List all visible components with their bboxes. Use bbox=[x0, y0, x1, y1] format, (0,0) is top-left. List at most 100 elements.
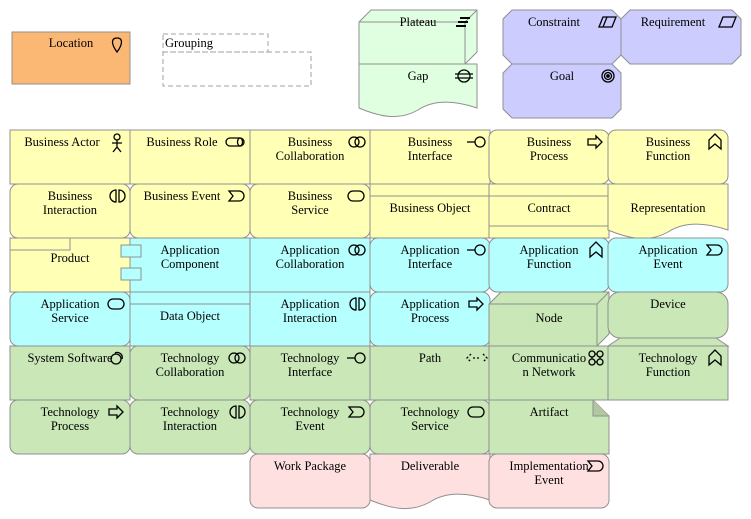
network-icon bbox=[588, 350, 604, 366]
interface-icon bbox=[467, 244, 486, 256]
deliverable-node[interactable] bbox=[369, 453, 491, 510]
implementation-event-node[interactable] bbox=[488, 453, 610, 509]
event-icon bbox=[347, 406, 365, 418]
service-icon bbox=[107, 298, 125, 310]
goal-label: Goal bbox=[550, 69, 575, 83]
representation-label: Representation bbox=[631, 201, 707, 215]
requirement-node[interactable] bbox=[620, 9, 742, 65]
goal-node[interactable] bbox=[502, 63, 622, 119]
location-label: Location bbox=[49, 36, 94, 50]
device-label: Device bbox=[650, 297, 686, 311]
deliverable-label: Deliverable bbox=[401, 459, 460, 473]
grouping-node[interactable] bbox=[162, 33, 312, 87]
node-node[interactable] bbox=[488, 291, 610, 347]
data-object-label: Data Object bbox=[160, 309, 221, 323]
technology-function-node[interactable] bbox=[607, 345, 729, 401]
service-icon bbox=[347, 190, 365, 202]
business-event-label: Business Event bbox=[144, 189, 221, 203]
product-label: Product bbox=[51, 251, 90, 265]
event-icon bbox=[227, 190, 245, 202]
event-icon bbox=[705, 244, 723, 256]
business-object-label: Business Object bbox=[390, 201, 471, 215]
system-software-node[interactable] bbox=[9, 345, 131, 401]
path-icon bbox=[466, 353, 488, 363]
collaboration-icon bbox=[348, 244, 366, 256]
contract-label: Contract bbox=[527, 201, 571, 215]
node-label: Node bbox=[535, 311, 563, 325]
contract-node[interactable] bbox=[488, 183, 610, 239]
event-icon bbox=[586, 460, 604, 472]
business-actor-label: Business Actor bbox=[24, 135, 100, 149]
location-node[interactable] bbox=[11, 31, 131, 85]
interface-icon bbox=[347, 352, 366, 364]
plateau-node[interactable] bbox=[358, 9, 478, 65]
role-icon bbox=[225, 137, 245, 147]
product-node[interactable] bbox=[9, 237, 131, 293]
grouping-label: Grouping bbox=[165, 36, 214, 50]
application-component-node[interactable] bbox=[120, 237, 251, 293]
function-chevron-icon bbox=[708, 349, 722, 367]
constraint-icon bbox=[598, 16, 617, 28]
process-arrow-icon bbox=[468, 296, 484, 312]
interaction-icon bbox=[229, 405, 246, 419]
location-pin-icon bbox=[111, 37, 123, 54]
plateau-label: Plateau bbox=[400, 15, 438, 29]
business-actor-node[interactable] bbox=[9, 129, 131, 185]
business-object-node[interactable] bbox=[369, 183, 491, 239]
function-chevron-icon bbox=[589, 241, 603, 259]
constraint-label: Constraint bbox=[528, 15, 581, 29]
requirement-icon bbox=[718, 16, 737, 28]
function-chevron-icon bbox=[708, 133, 722, 151]
gap-label: Gap bbox=[408, 69, 429, 83]
service-icon bbox=[467, 406, 485, 418]
actor-icon bbox=[112, 133, 122, 153]
goal-icon bbox=[601, 69, 615, 83]
process-arrow-icon bbox=[587, 134, 603, 150]
requirement-label: Requirement bbox=[641, 15, 706, 29]
collaboration-icon bbox=[348, 136, 366, 148]
interface-icon bbox=[467, 136, 486, 148]
representation-node[interactable] bbox=[607, 183, 729, 240]
device-node[interactable] bbox=[606, 291, 730, 347]
gap-icon bbox=[455, 69, 473, 83]
application-interaction-node[interactable] bbox=[249, 291, 371, 347]
process-arrow-icon bbox=[108, 404, 124, 420]
system-software-icon bbox=[110, 351, 123, 365]
interaction-icon bbox=[109, 189, 126, 203]
interaction-icon bbox=[349, 297, 366, 311]
system-software-label: System Software bbox=[27, 351, 113, 365]
plateau-icon bbox=[456, 17, 470, 27]
collaboration-icon bbox=[228, 352, 246, 364]
business-role-label: Business Role bbox=[146, 135, 218, 149]
gap-node[interactable] bbox=[358, 63, 478, 117]
path-label: Path bbox=[419, 351, 442, 365]
technology-interface-node[interactable] bbox=[249, 345, 371, 401]
artifact-node[interactable] bbox=[488, 399, 610, 455]
artifact-label: Artifact bbox=[530, 405, 569, 419]
work-package-label: Work Package bbox=[274, 459, 347, 473]
